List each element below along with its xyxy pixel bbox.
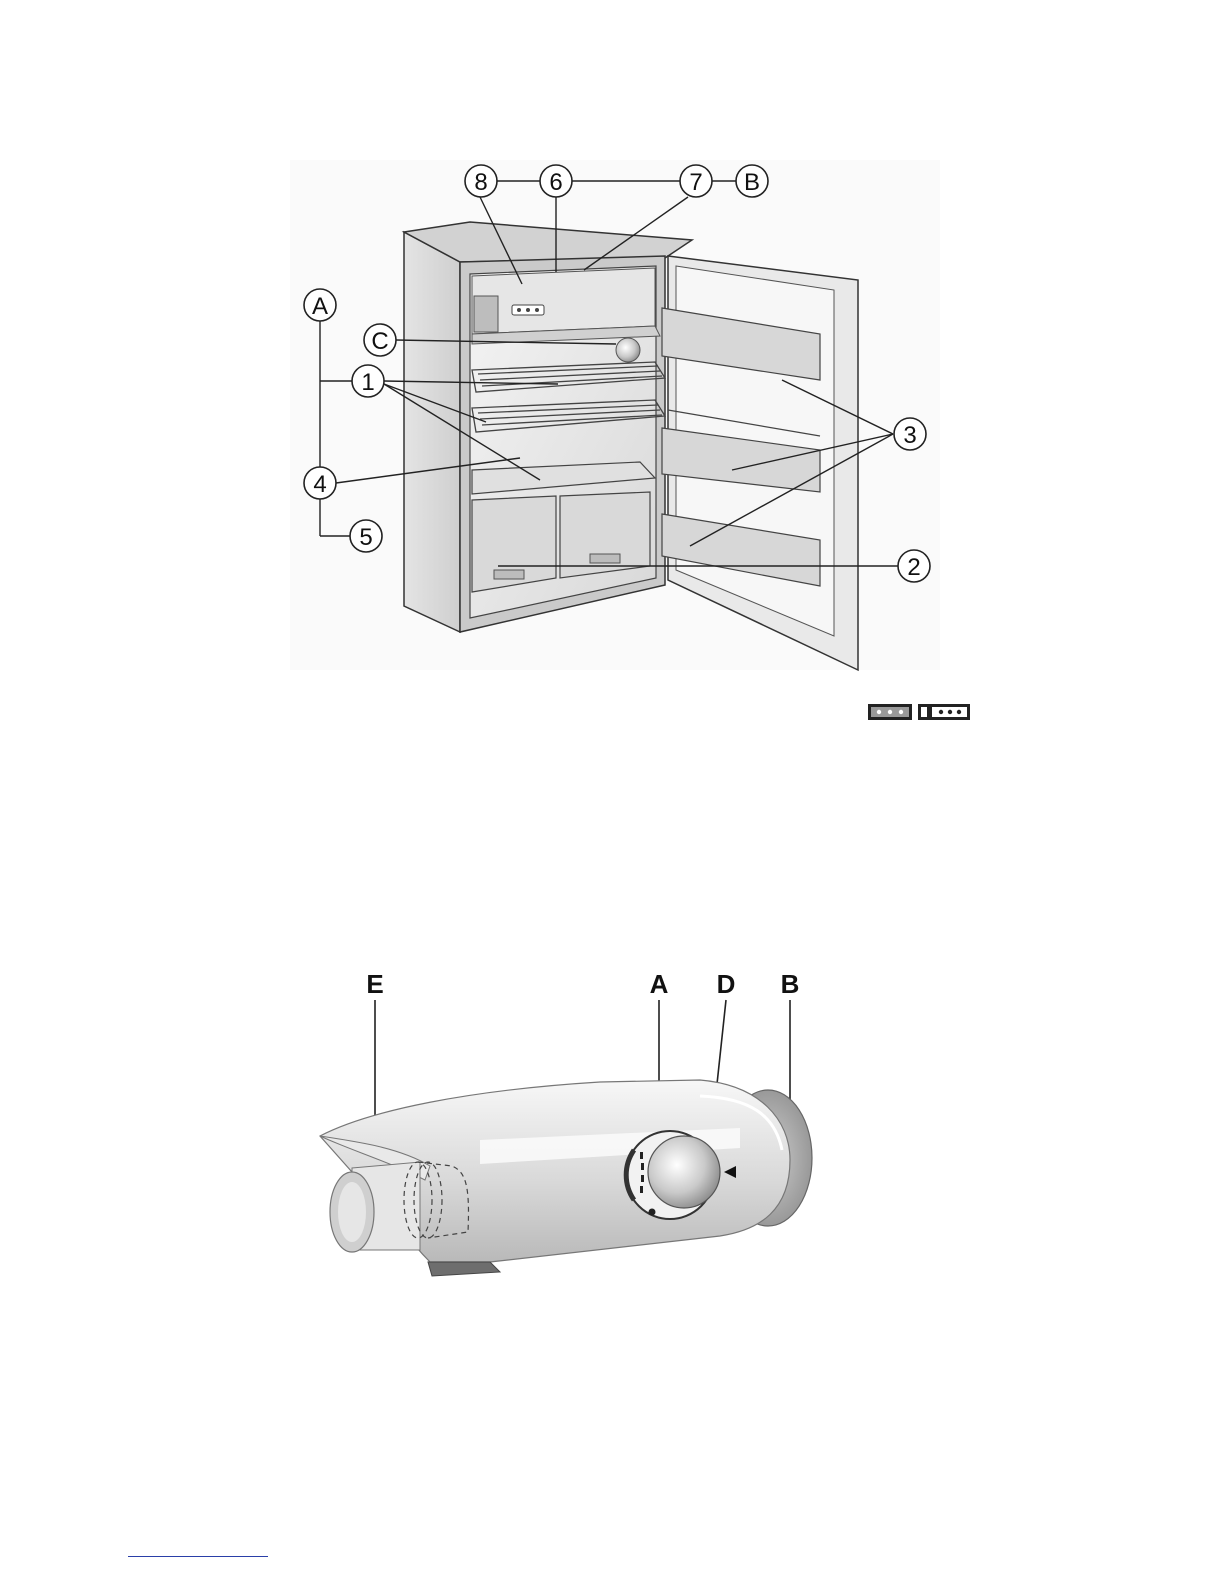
callout-4: 4 [304,467,336,499]
bulb-highlight [338,1182,366,1242]
thermostat-knob [616,338,640,362]
callout-5: 5 [350,520,382,552]
callout-1: 1 [352,365,384,397]
svg-text:B: B [744,169,760,196]
svg-text:3: 3 [903,422,916,449]
callout-7: 7 [680,165,712,197]
callout-A: A [304,289,336,321]
callout-3: 3 [894,418,926,450]
star-dot [526,308,530,312]
freezer-compartment [472,268,655,334]
refrigerator-diagram: 8 6 7 B A C 1 4 [290,160,970,720]
star-dot [535,308,539,312]
callout-2: 2 [898,550,930,582]
star-rating-icon [868,704,912,720]
drawer-handle-right [590,554,620,563]
callout-6: 6 [540,165,572,197]
thermostat-housing-diagram: E A D B [320,969,812,1276]
svg-text:5: 5 [359,524,372,551]
svg-text:C: C [371,328,388,355]
label-E: E [366,969,383,999]
star-dot [517,308,521,312]
footer-link-underline [128,1556,268,1557]
svg-text:8: 8 [474,169,487,196]
callout-C: C [364,324,396,356]
callout-B: B [736,165,768,197]
drawer-handle-left [494,570,524,579]
label-D: D [717,969,736,999]
callout-8: 8 [465,165,497,197]
svg-text:2: 2 [907,554,920,581]
mounting-clip [428,1262,500,1276]
crisper-drawer-right [560,492,650,578]
svg-text:1: 1 [361,369,374,396]
thermostat-knob-dial [648,1136,720,1208]
svg-text:7: 7 [689,169,702,196]
freezer-rating-icon [918,704,970,720]
label-A: A [650,969,669,999]
freezer-latch [474,296,498,332]
cabinet-side [404,232,460,632]
svg-text:A: A [312,293,328,320]
label-B: B [781,969,800,999]
svg-text:4: 4 [313,471,326,498]
svg-text:6: 6 [549,169,562,196]
